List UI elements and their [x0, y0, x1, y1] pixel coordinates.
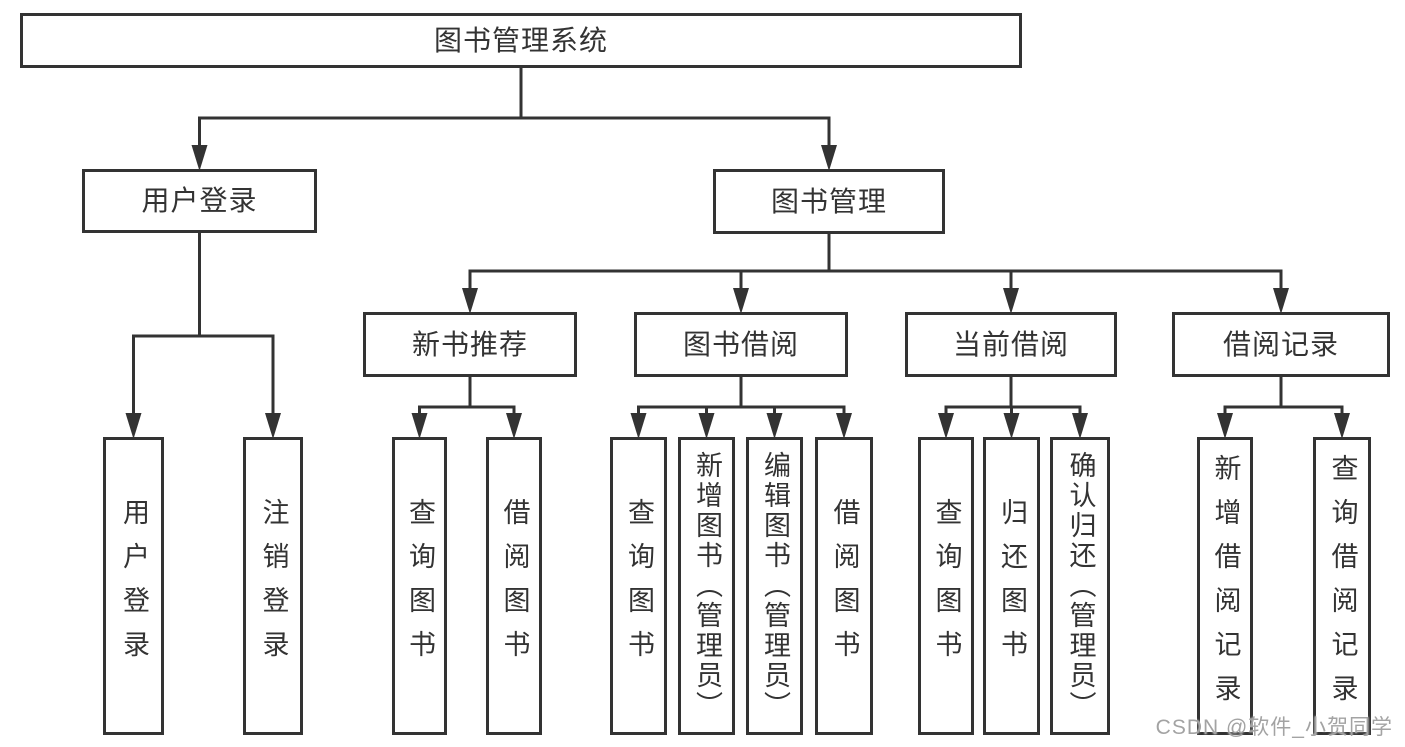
node-label: 查询图书 — [624, 498, 654, 674]
node-leaf-borrow-book-1: 借阅图书 — [486, 437, 542, 735]
node-leaf-query-book-3: 查询图书 — [918, 437, 974, 735]
node-leaf-logout: 注销登录 — [243, 437, 303, 735]
node-label: 借阅图书 — [499, 498, 530, 674]
node-leaf-query-book-1: 查询图书 — [392, 437, 447, 735]
node-label: 编辑图书（管理员） — [760, 451, 790, 721]
node-label: 图书管理系统 — [433, 24, 608, 56]
node-user-login-group: 用户登录 — [82, 169, 317, 233]
node-leaf-borrow-book-2: 借阅图书 — [815, 437, 873, 735]
node-leaf-add-book: 新增图书（管理员） — [678, 437, 735, 735]
node-book-management: 图书管理 — [713, 169, 945, 234]
node-label: 用户登录 — [119, 498, 149, 674]
node-leaf-query-book-2: 查询图书 — [610, 437, 667, 735]
node-label: 新书推荐 — [411, 328, 528, 360]
node-current-borrowing: 当前借阅 — [905, 312, 1117, 377]
node-leaf-add-record: 新增借阅记录 — [1197, 437, 1253, 735]
node-new-book-recommend: 新书推荐 — [363, 312, 577, 377]
node-leaf-query-record: 查询借阅记录 — [1313, 437, 1371, 735]
node-label: 当前借阅 — [952, 328, 1069, 360]
node-label: 借阅记录 — [1222, 328, 1339, 360]
node-leaf-confirm-return: 确认归还（管理员） — [1050, 437, 1110, 735]
node-label: 查询图书 — [405, 498, 435, 674]
node-label: 图书管理 — [770, 185, 887, 217]
node-label: 借阅图书 — [829, 498, 860, 674]
node-label: 用户登录 — [141, 185, 258, 216]
node-label: 新增图书（管理员） — [692, 451, 722, 721]
node-label: 确认归还（管理员） — [1065, 451, 1096, 721]
node-book-borrowing: 图书借阅 — [634, 312, 848, 377]
node-leaf-return-book: 归还图书 — [983, 437, 1040, 735]
node-label: 归还图书 — [997, 498, 1027, 674]
node-label: 查询图书 — [931, 498, 962, 674]
node-label: 新增借阅记录 — [1210, 454, 1241, 718]
node-root: 图书管理系统 — [20, 13, 1022, 68]
node-label: 注销登录 — [258, 498, 289, 674]
node-borrowing-records: 借阅记录 — [1172, 312, 1390, 377]
node-leaf-user-login: 用户登录 — [103, 437, 164, 735]
watermark-text: CSDN @软件_小贺同学 — [1155, 716, 1393, 739]
node-leaf-edit-book: 编辑图书（管理员） — [746, 437, 803, 735]
node-label: 查询借阅记录 — [1327, 454, 1358, 718]
node-label: 图书借阅 — [682, 328, 799, 360]
